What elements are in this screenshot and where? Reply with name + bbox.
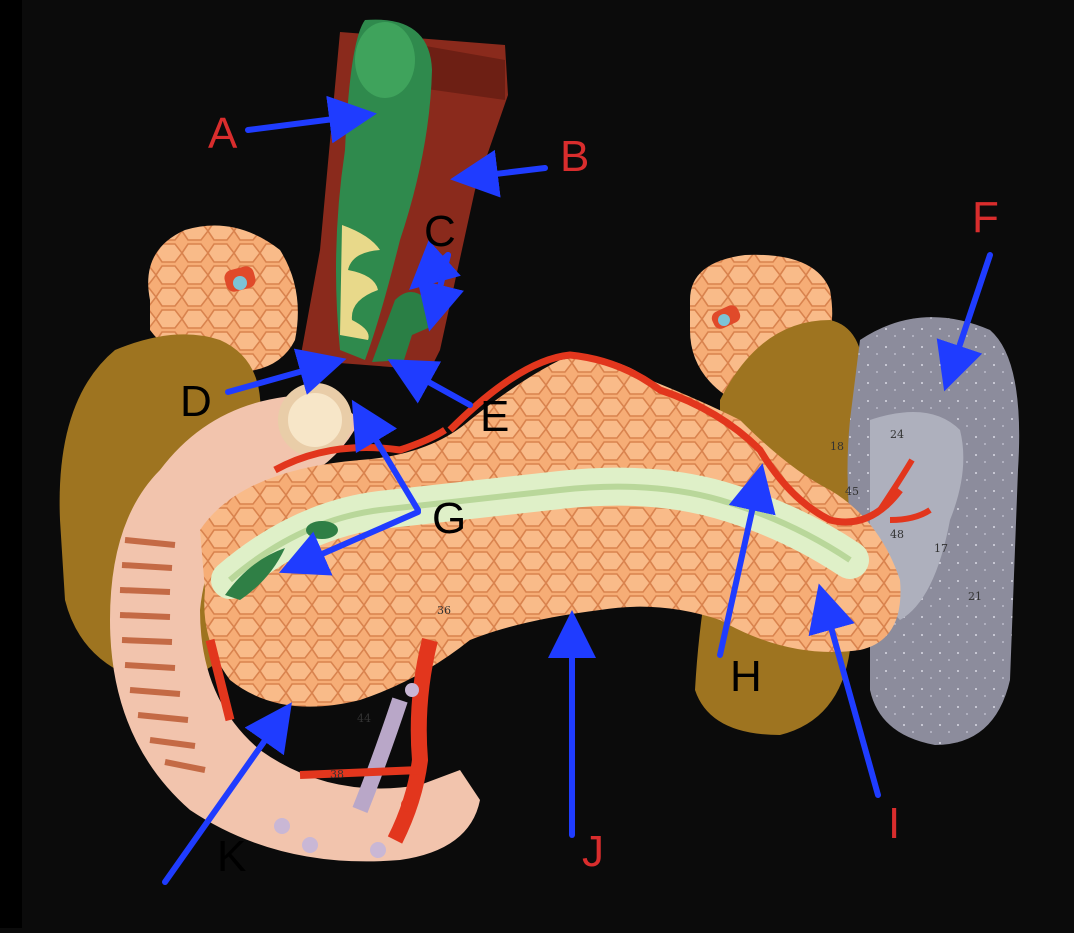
left-border <box>0 0 22 928</box>
svg-text:45: 45 <box>845 485 859 498</box>
svg-text:24: 24 <box>890 428 904 441</box>
label-b: B <box>560 132 590 181</box>
arrow-g1 <box>351 399 421 513</box>
label-f: F <box>972 193 999 242</box>
arrow-h <box>717 463 776 658</box>
svg-text:44: 44 <box>357 712 371 725</box>
svg-text:17: 17 <box>934 542 948 555</box>
label-j: J <box>582 827 604 876</box>
arrow-g2 <box>279 509 421 576</box>
arrow-k <box>162 702 292 885</box>
model-numbers: 24 18 45 48 17 21 36 44 38 <box>330 428 982 781</box>
arrow-c1 <box>409 240 461 291</box>
splenic-artery <box>447 351 903 526</box>
label-k: K <box>217 832 247 881</box>
pointer-arrows <box>162 95 993 885</box>
mesenteric-vessels <box>274 638 438 858</box>
arrow-e <box>387 359 473 408</box>
label-d: D <box>180 377 212 426</box>
arrow-c2 <box>417 252 464 332</box>
svg-text:21: 21 <box>968 590 982 603</box>
svg-text:38: 38 <box>330 768 344 781</box>
arrow-b <box>450 149 548 198</box>
label-e: E <box>480 392 510 441</box>
duodenum <box>110 394 480 862</box>
svg-text:18: 18 <box>830 440 844 453</box>
svg-text:48: 48 <box>890 528 904 541</box>
arrow-a <box>245 95 377 144</box>
label-g: G <box>432 494 467 543</box>
duodenal-folds <box>119 537 206 773</box>
arrow-i <box>808 583 881 798</box>
label-h: H <box>730 652 762 701</box>
svg-text:36: 36 <box>437 604 451 617</box>
label-a: A <box>208 109 238 158</box>
arrow-f <box>936 252 993 392</box>
label-i: I <box>888 799 901 848</box>
arrow-d <box>225 348 347 395</box>
label-c: C <box>424 207 456 256</box>
